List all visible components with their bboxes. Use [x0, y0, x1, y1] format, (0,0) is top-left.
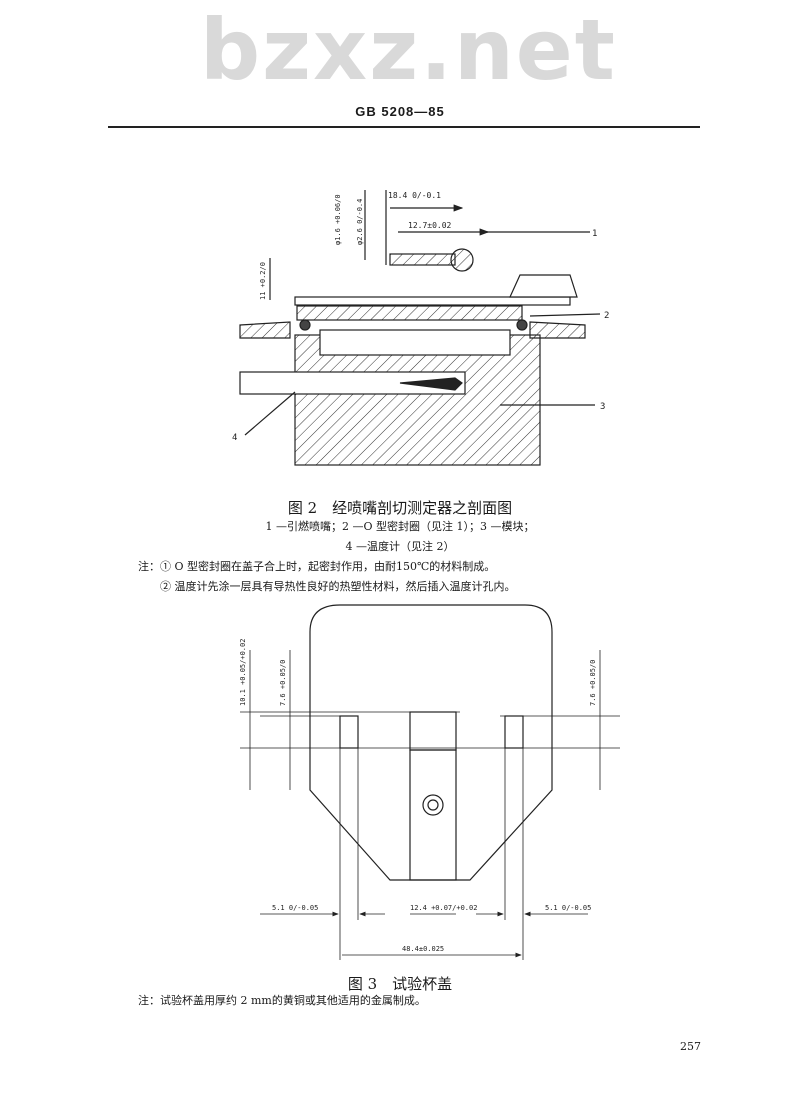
standard-header: GB 5208—85 [355, 104, 445, 119]
dim-left-width: 5.1 0/-0.05 [272, 904, 318, 912]
page-number: 257 [680, 1040, 701, 1053]
figure-2-drawing [239, 190, 601, 466]
figure-2-legend-line1: 1 —引燃喷嘴；2 —O 型密封圈（见注 1）；3 —模块； [265, 520, 535, 533]
dim-len2: 12.7±0.02 [408, 221, 452, 230]
dim-d2: φ2.6 0/-0.4 [356, 199, 364, 245]
callout-4: 4 [232, 433, 237, 443]
dim-len1: 18.4 0/-0.1 [388, 191, 441, 200]
dim-right-height: 7.6 +0.05/0 [589, 660, 597, 706]
callout-1: 1 [592, 229, 597, 239]
figure-2-note-1: 注：① O 型密封圈在盖子合上时，起密封作用，由耐150℃的材料制成。 [138, 560, 496, 573]
figure-3-drawing [240, 604, 620, 960]
watermark: bzxz.net [200, 1, 617, 99]
dim-left-height2: 7.6 +0.05/0 [279, 660, 287, 706]
figure-2-legend-line2: 4 —温度计（见注 2） [345, 540, 455, 553]
figure-2-caption: 图 2 经喷嘴剖切测定器之剖面图 [287, 499, 513, 517]
figure-3-caption: 图 3 试验杯盖 [347, 975, 453, 993]
header-rule [108, 126, 700, 128]
dim-right-width: 5.1 0/-0.05 [545, 904, 591, 912]
figure-3-note: 注：试验杯盖用厚约 2 mm的黄铜或其他适用的金属制成。 [138, 994, 426, 1007]
callout-3: 3 [600, 402, 605, 412]
callout-2: 2 [604, 311, 609, 321]
dim-center-width: 12.4 +0.07/+0.02 [410, 904, 477, 912]
dim-height: 11 +0.2/0 [259, 262, 267, 300]
dim-total-width: 48.4±0.025 [402, 945, 444, 953]
dim-d1: φ1.6 +0.06/0 [334, 194, 342, 245]
figure-2-note-2: ② 温度计先涂一层具有导热性良好的热塑性材料，然后插入温度计孔内。 [160, 580, 516, 593]
dim-left-height: 10.1 +0.05/+0.02 [239, 639, 247, 706]
